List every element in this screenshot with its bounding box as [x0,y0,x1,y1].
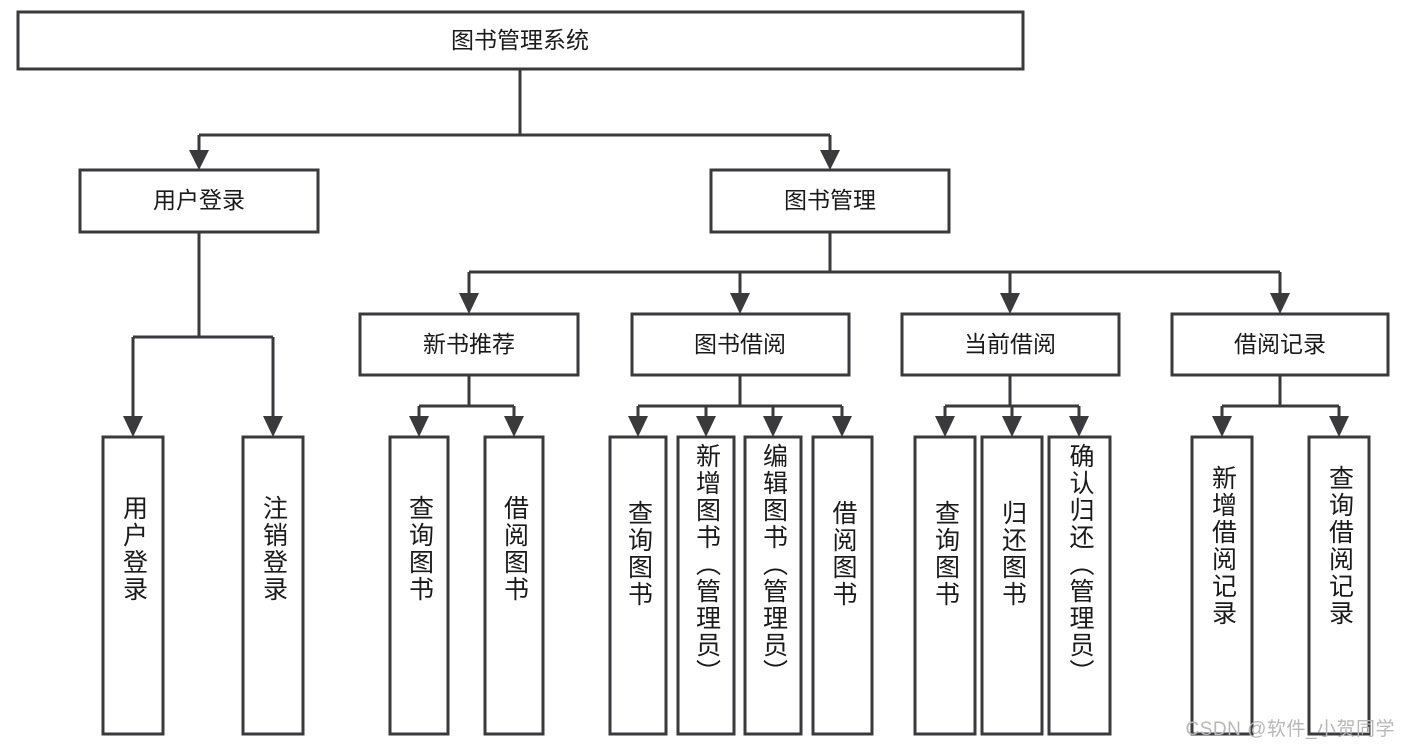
node-box-new-book-recommend[interactable] [358,312,580,377]
node-box-leaf-return-book[interactable] [980,435,1044,736]
arrow-book-borrow-leaf-3 [763,416,783,437]
watermark-text: CSDN @软件_小贺同学 [1185,719,1395,740]
arrow-new-book-leaf-2 [504,416,524,437]
arrow-current-borrow-leaf-2 [1002,416,1022,437]
node-layer [16,10,1390,736]
arrow-borrow-record-leaf-2 [1329,416,1349,437]
node-box-current-borrow[interactable] [900,312,1121,377]
node-box-leaf-user-login[interactable] [101,435,165,736]
node-box-leaf-query-book-2[interactable] [608,435,668,736]
node-label-current-borrow: 当前借阅 [964,331,1056,357]
node-label-user-login: 用户登录 [153,187,245,213]
arrow-current-borrow-leaf-3 [1069,416,1089,437]
arrow-borrow-record-leaf-1 [1212,416,1232,437]
node-box-leaf-confirm-return[interactable] [1047,435,1112,736]
arrow-book-borrow-leaf-1 [628,416,648,437]
arrow-bm-to-borrow-record [1270,293,1290,314]
node-box-leaf-edit-book[interactable] [743,435,803,736]
node-label-book-borrow: 图书借阅 [694,331,786,357]
node-box-book-borrow[interactable] [630,312,851,377]
node-box-leaf-add-book[interactable] [676,435,736,736]
node-box-book-management[interactable] [709,168,951,234]
arrow-bm-to-book-borrow [730,293,750,314]
node-box-leaf-query-record[interactable] [1307,435,1371,736]
node-box-leaf-borrow-book-2[interactable] [811,435,874,736]
node-label-root: 图书管理系统 [451,27,589,53]
arrow-user-login-leaf-2 [263,416,283,437]
node-box-leaf-query-book-1[interactable] [388,435,450,736]
arrow-bm-to-new-book [459,293,479,314]
node-box-user-login[interactable] [78,168,320,234]
node-box-root[interactable] [16,10,1025,71]
arrow-current-borrow-leaf-1 [935,416,955,437]
node-label-new-book-recommend: 新书推荐 [423,331,515,357]
arrow-book-borrow-leaf-4 [832,416,852,437]
node-box-leaf-query-book-3[interactable] [913,435,977,736]
arrow-bm-to-current-borrow [1000,293,1020,314]
node-box-borrow-record[interactable] [1170,312,1390,377]
node-label-book-management: 图书管理 [784,187,876,213]
node-label-borrow-record: 借阅记录 [1234,331,1326,357]
arrow-book-borrow-leaf-2 [696,416,716,437]
arrow-new-book-leaf-1 [409,416,429,437]
connector-layer [123,69,1349,437]
arrow-user-login-leaf-1 [123,416,143,437]
arrow-root-to-book-management [820,150,840,170]
node-box-leaf-borrow-book-1[interactable] [483,435,545,736]
node-box-leaf-logout-login[interactable] [241,435,305,736]
horizontal-label-layer: 图书管理系统 用户登录 图书管理 新书推荐 图书借阅 当前借阅 借阅记录 [153,27,1326,357]
node-box-leaf-add-record[interactable] [1190,435,1254,736]
arrow-root-to-user-login [189,150,209,170]
